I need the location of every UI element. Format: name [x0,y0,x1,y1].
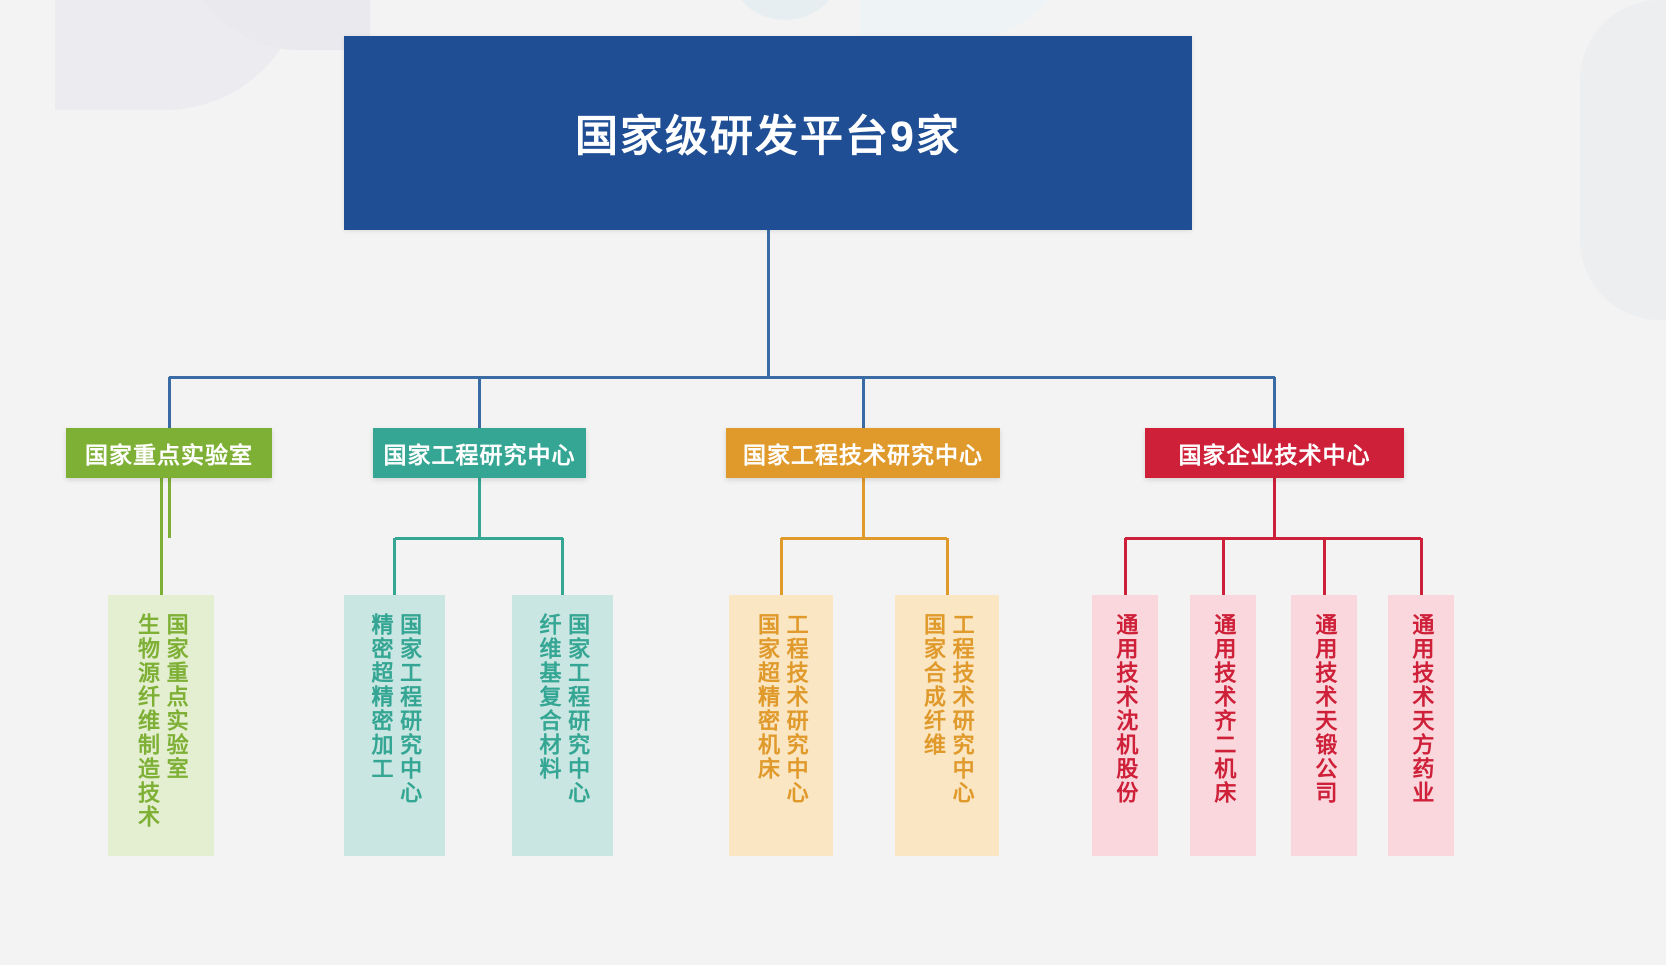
leaf-node-text-line-0: 通用技术沈机股份 [1113,613,1139,805]
leaf-node-text-line-0: 通用技术天方药业 [1409,613,1435,805]
leaf-drop-line-3-2 [1322,538,1326,595]
leaf-node-1-1[interactable]: 国家工程研究中心纤维基复合材料 [512,595,613,856]
leaf-node-text-line-1: 纤维基复合材料 [536,613,562,781]
level-2-drop-line-0 [167,377,171,428]
branch-stem-line-2 [861,478,865,538]
leaf-drop-line-3-3 [1419,538,1423,595]
leaf-node-text-line-1: 国家合成纤维 [921,613,946,757]
leaf-node-text-line-0: 工程技术研究中心 [783,613,809,805]
leaf-drop-line-1-1 [561,538,564,595]
leaf-node-text-line-1: 精密超精密加工 [368,613,394,781]
leaf-drop-line-2-0 [779,538,783,595]
background-shape-4 [860,0,1080,40]
level-2-node-1[interactable]: 国家工程研究中心 [373,428,586,478]
branch-bus-line-1 [394,536,563,540]
root-node[interactable]: 国家级研发平台9家 [344,36,1192,230]
level-2-drop-line-3 [1273,377,1276,428]
branch-stem-line-0 [167,478,171,538]
leaf-node-0-0[interactable]: 国家重点实验室生物源纤维制造技术 [108,595,214,856]
background-shape-1 [55,0,305,110]
level-2-node-3[interactable]: 国家企业技术中心 [1145,428,1404,478]
leaf-node-3-2[interactable]: 通用技术天锻公司 [1291,595,1357,856]
root-trunk-line [766,230,770,377]
leaf-drop-line-0-0 [159,478,163,595]
leaf-node-2-0[interactable]: 工程技术研究中心国家超精密机床 [729,595,833,856]
level-2-drop-line-2 [861,377,865,428]
background-shape-5 [1580,0,1666,320]
level-2-bus-line [169,375,1275,379]
leaf-node-text-line-0: 国家重点实验室 [163,613,189,781]
leaf-drop-line-2-1 [945,538,949,595]
branch-bus-line-2 [781,536,947,540]
leaf-drop-line-3-1 [1221,538,1225,595]
leaf-node-text-line-1: 国家超精密机床 [755,613,780,781]
level-2-node-label: 国家企业技术中心 [1178,442,1371,468]
level-2-drop-line-1 [478,377,481,428]
level-2-node-2[interactable]: 国家工程技术研究中心 [726,428,1000,478]
level-2-node-label: 国家重点实验室 [85,442,253,468]
leaf-node-text-line-0: 工程技术研究中心 [949,613,975,805]
leaf-node-text-line-0: 国家工程研究中心 [397,613,423,805]
leaf-node-text-line-0: 通用技术天锻公司 [1312,613,1338,805]
background-shape-3 [730,0,840,20]
branch-stem-line-1 [478,478,481,538]
level-2-node-label: 国家工程研究中心 [383,442,576,468]
level-2-node-0[interactable]: 国家重点实验室 [66,428,272,478]
background-shape-2 [180,0,370,50]
root-node-title: 国家级研发平台9家 [575,113,961,161]
leaf-node-text-line-0: 国家工程研究中心 [565,613,591,805]
leaf-drop-line-3-0 [1123,538,1127,595]
leaf-drop-line-1-0 [393,538,396,595]
leaf-node-text-line-1: 生物源纤维制造技术 [135,613,160,829]
leaf-node-3-1[interactable]: 通用技术齐二机床 [1190,595,1256,856]
branch-bus-line-3 [1125,536,1421,540]
leaf-node-3-0[interactable]: 通用技术沈机股份 [1092,595,1158,856]
branch-stem-line-3 [1273,478,1276,538]
leaf-node-text-line-0: 通用技术齐二机床 [1211,613,1237,805]
level-2-node-label: 国家工程技术研究中心 [743,442,983,468]
leaf-node-3-3[interactable]: 通用技术天方药业 [1388,595,1454,856]
leaf-node-1-0[interactable]: 国家工程研究中心精密超精密加工 [344,595,445,856]
leaf-node-2-1[interactable]: 工程技术研究中心国家合成纤维 [895,595,999,856]
